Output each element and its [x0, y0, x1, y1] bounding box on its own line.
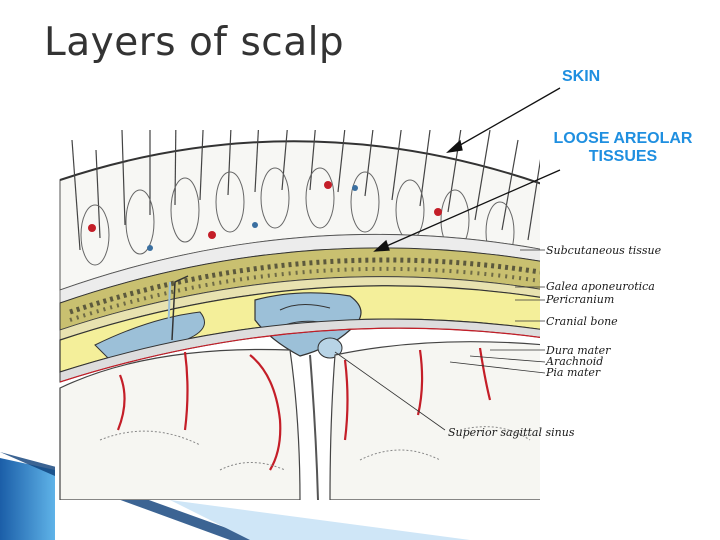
label-subcutaneous-tissue: Subcutaneous tissue	[546, 244, 662, 257]
label-pia-mater: Pia mater	[545, 366, 601, 379]
callout-arrows	[373, 87, 561, 252]
falx-cerebri	[309, 354, 319, 500]
frame-light	[170, 500, 470, 540]
label-dura-mater: Dura mater	[545, 344, 611, 357]
frame-corner	[0, 458, 55, 540]
callout-loose-areolar-tissues: LOOSE AREOLAR TISSUES	[548, 130, 698, 166]
slide-title: Layers of scalp	[44, 20, 345, 65]
brain-right-hemisphere	[329, 341, 540, 500]
leader-lines	[334, 249, 546, 431]
brain-left-hemisphere	[59, 348, 301, 500]
label-arachnoid: Arachnoid	[545, 355, 603, 368]
skin-surface-line	[59, 140, 540, 185]
sulci	[99, 426, 531, 471]
pial-vessels	[116, 347, 492, 471]
emissary-vein	[171, 275, 189, 341]
label-superior-sagittal-sinus: Superior sagittal sinus	[448, 426, 575, 439]
label-pericranium: Pericranium	[545, 293, 614, 306]
label-galea-aponeurotica: Galea aponeurotica	[546, 280, 655, 293]
label-cranial-bone: Cranial bone	[546, 315, 618, 328]
callout-loose-line2: TISSUES	[588, 148, 658, 165]
callout-skin: SKIN	[562, 68, 601, 85]
follicles	[80, 167, 515, 266]
callout-loose-line1: LOOSE AREOLAR	[553, 130, 693, 147]
